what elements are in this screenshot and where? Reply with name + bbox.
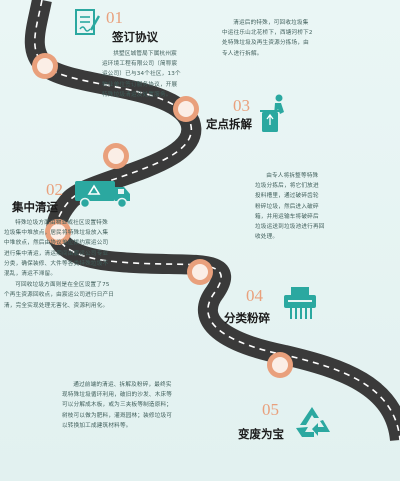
text-line: 清，完全实现处理无害化、资源利用化。 xyxy=(4,302,109,309)
text-line: 垃圾运送到垃圾池进行再回 xyxy=(255,224,325,231)
recycle-arrows-icon xyxy=(296,407,330,437)
step-number-5: 05 xyxy=(262,400,279,419)
road-node-2 xyxy=(173,96,199,122)
text-line: 混乱，清运不滞留。 xyxy=(4,271,57,278)
text-line: 箱，并用运输车将破碎后 xyxy=(255,213,319,220)
road-node-3 xyxy=(103,143,129,169)
step-title-3: 定点拆解 xyxy=(206,117,252,131)
step-title-4: 分类粉碎 xyxy=(224,311,270,325)
text-line: 中堆放点，然后由协议单位拨约宸运公司 xyxy=(4,240,109,247)
recycle-bin-icon xyxy=(260,94,284,132)
text-line: 清运后的特殊，可回收垃圾集 xyxy=(233,20,309,26)
text-line: 中运往乐山北花桥下，西塘河桥下2 xyxy=(222,30,313,37)
step-description-2: 特殊垃圾方面由物业或社区设置特殊 垃圾集中堆放点，居民将特殊垃圾放入集 中堆放点… xyxy=(4,218,189,311)
text-line: 由专人将拆整等特殊 xyxy=(266,173,319,179)
step-title-2: 集中清运 xyxy=(12,200,58,214)
step-title-1: 签订协议 xyxy=(112,30,158,44)
road-node-5 xyxy=(187,259,213,285)
step-description-1: 拱墅区城管局下属杭州宸 运环境工程有限公司（简称宸 运公司）已与34个社区，13… xyxy=(102,49,202,100)
text-line: 树枝可以做为肥料，灌溉园林；装修垃圾可 xyxy=(62,412,173,419)
text-line: 进行集中清运，清运期间由宸运公司专业 xyxy=(4,250,109,257)
text-line: 拱墅区城管局下属杭州宸 xyxy=(113,51,177,57)
step-number-3: 03 xyxy=(233,96,250,115)
shredder-icon xyxy=(284,287,316,319)
text-line: 运环境工程有限公司（简称宸 xyxy=(102,61,178,68)
step-description-5: 通过前端的清运、拆解及粉碎，最终实 现特殊垃圾循环利用，破旧的沙发、木床等 可以… xyxy=(62,380,237,431)
text-line: 可回收垃圾方面则是在全区设置了75 xyxy=(15,282,110,289)
step-title-5: 变废为宝 xyxy=(238,427,284,441)
text-line: 收处理。 xyxy=(255,234,279,241)
text-line: 专人进行拆解。 xyxy=(222,50,263,57)
text-line: 个再生资源回收点，由宸运公司进行日产日 xyxy=(4,292,115,299)
text-line: 通过前端的清运、拆解及粉碎，最终实 xyxy=(73,382,172,388)
text-line: 现特殊垃圾循环利用，破旧的沙发、木床等 xyxy=(62,392,173,399)
text-line: 处特殊垃圾及再生资源分拣场，由 xyxy=(222,40,309,47)
step-number-1: 01 xyxy=(106,8,123,27)
step-description-3: 清运后的特殊，可回收垃圾集 中运往乐山北花桥下，西塘河桥下2 处特殊垃圾及再生资… xyxy=(222,18,362,59)
text-line: 运公司）已与34个社区，13个 xyxy=(102,71,181,78)
text-line: 特殊垃圾清运及处置服务。 xyxy=(102,91,172,98)
road-node-4 xyxy=(45,219,71,245)
step-number-4: 04 xyxy=(246,286,263,305)
text-line: 以转换加工成建筑材料等。 xyxy=(62,422,132,429)
road-node-1 xyxy=(32,53,58,79)
text-line: 粉碎垃圾，然后进入破碎 xyxy=(255,203,319,210)
text-line: 投料槽里，通过破碎齿轮 xyxy=(255,193,319,200)
text-line: 垃圾集中堆放点，居民将特殊垃圾放入集 xyxy=(4,230,109,237)
text-line: 分类，确保装修、大件等各类特殊垃圾不 xyxy=(4,260,109,267)
signed-contract-icon xyxy=(75,9,101,35)
text-line: 物业单位签订服务协议，开展 xyxy=(102,81,178,88)
text-line: 可以分解成木板，或为三夹板等制造原料； xyxy=(62,402,173,409)
recycling-truck-icon xyxy=(75,181,130,209)
step-number-2: 02 xyxy=(46,180,63,199)
road-node-6 xyxy=(267,352,293,378)
text-line: 特殊垃圾方面由物业或社区设置特殊 xyxy=(15,220,108,226)
text-line: 垃圾分拣后，将它们放进 xyxy=(255,183,319,190)
step-description-4: 由专人将拆整等特殊 垃圾分拣后，将它们放进 投料槽里，通过破碎齿轮 粉碎垃圾，然… xyxy=(255,171,395,242)
